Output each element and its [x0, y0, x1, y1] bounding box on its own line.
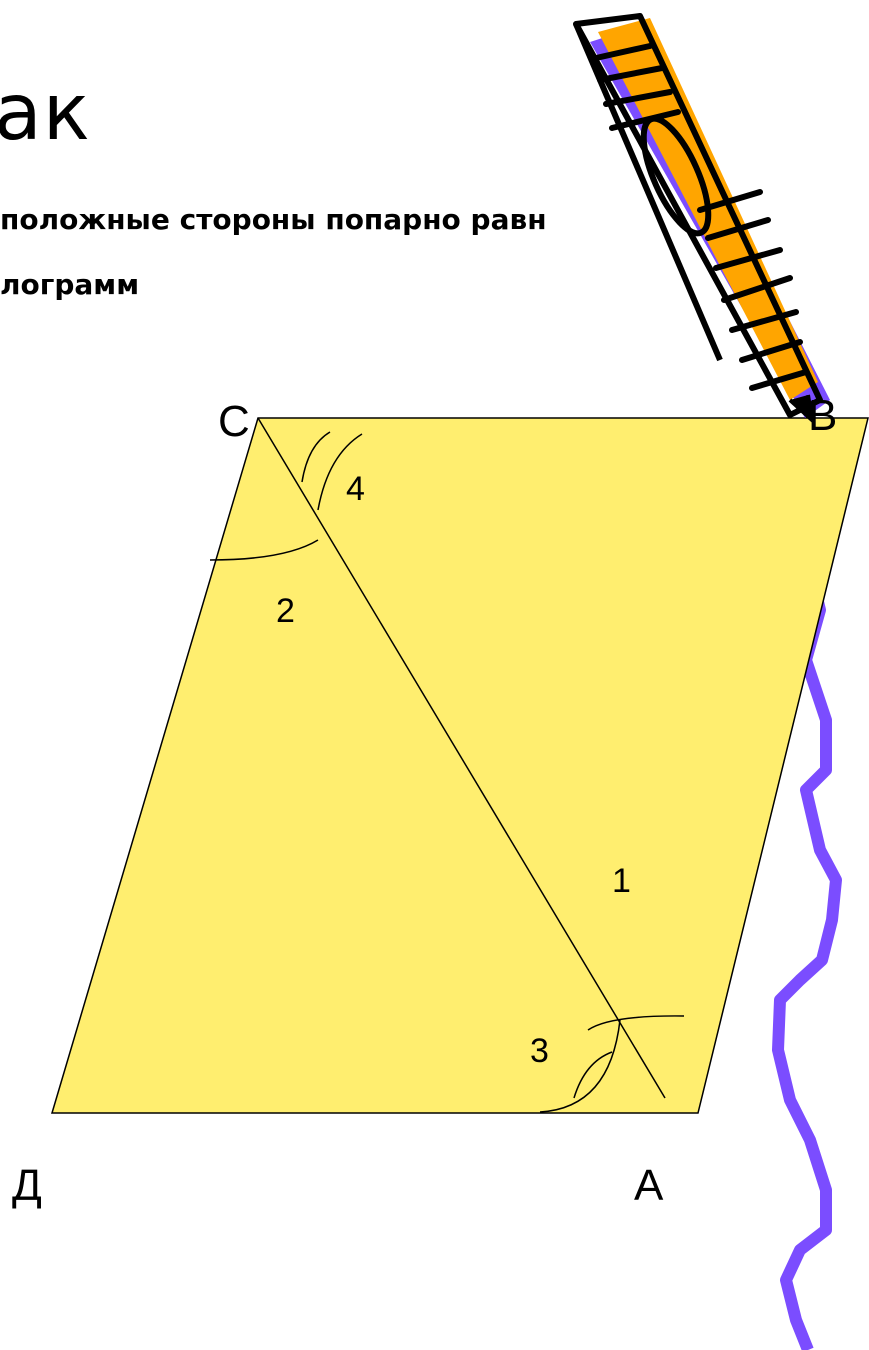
- arc-mark-angle-1: [587, 1015, 685, 1031]
- pencil-clipart-icon: [573, 13, 830, 426]
- angle-label-2: 2: [276, 592, 295, 630]
- page-title: ак: [0, 68, 91, 158]
- angle-label-4: 4: [346, 470, 365, 508]
- subtitle-line-2: лограмм: [0, 268, 140, 301]
- parallelogram-shape: [50, 417, 869, 1114]
- subtitle-line-1: положные стороны попарно равн: [0, 203, 547, 236]
- arc-mark-angle-3-inner: [573, 1051, 613, 1099]
- angle-label-3: 3: [530, 1032, 549, 1070]
- vertex-label-b: В: [808, 391, 837, 440]
- vertex-label-c: С: [218, 397, 250, 446]
- arc-mark-angle-4-outer: [301, 431, 331, 483]
- arc-mark-angle-2: [209, 539, 319, 561]
- arc-mark-angle-3-outer: [539, 1019, 621, 1113]
- vertex-label-d: Д: [12, 1161, 42, 1210]
- angle-label-1: 1: [612, 862, 631, 900]
- vertex-label-a: А: [634, 1161, 664, 1210]
- arc-mark-angle-4-inner: [317, 433, 363, 511]
- diagonal-ca: [257, 417, 666, 1099]
